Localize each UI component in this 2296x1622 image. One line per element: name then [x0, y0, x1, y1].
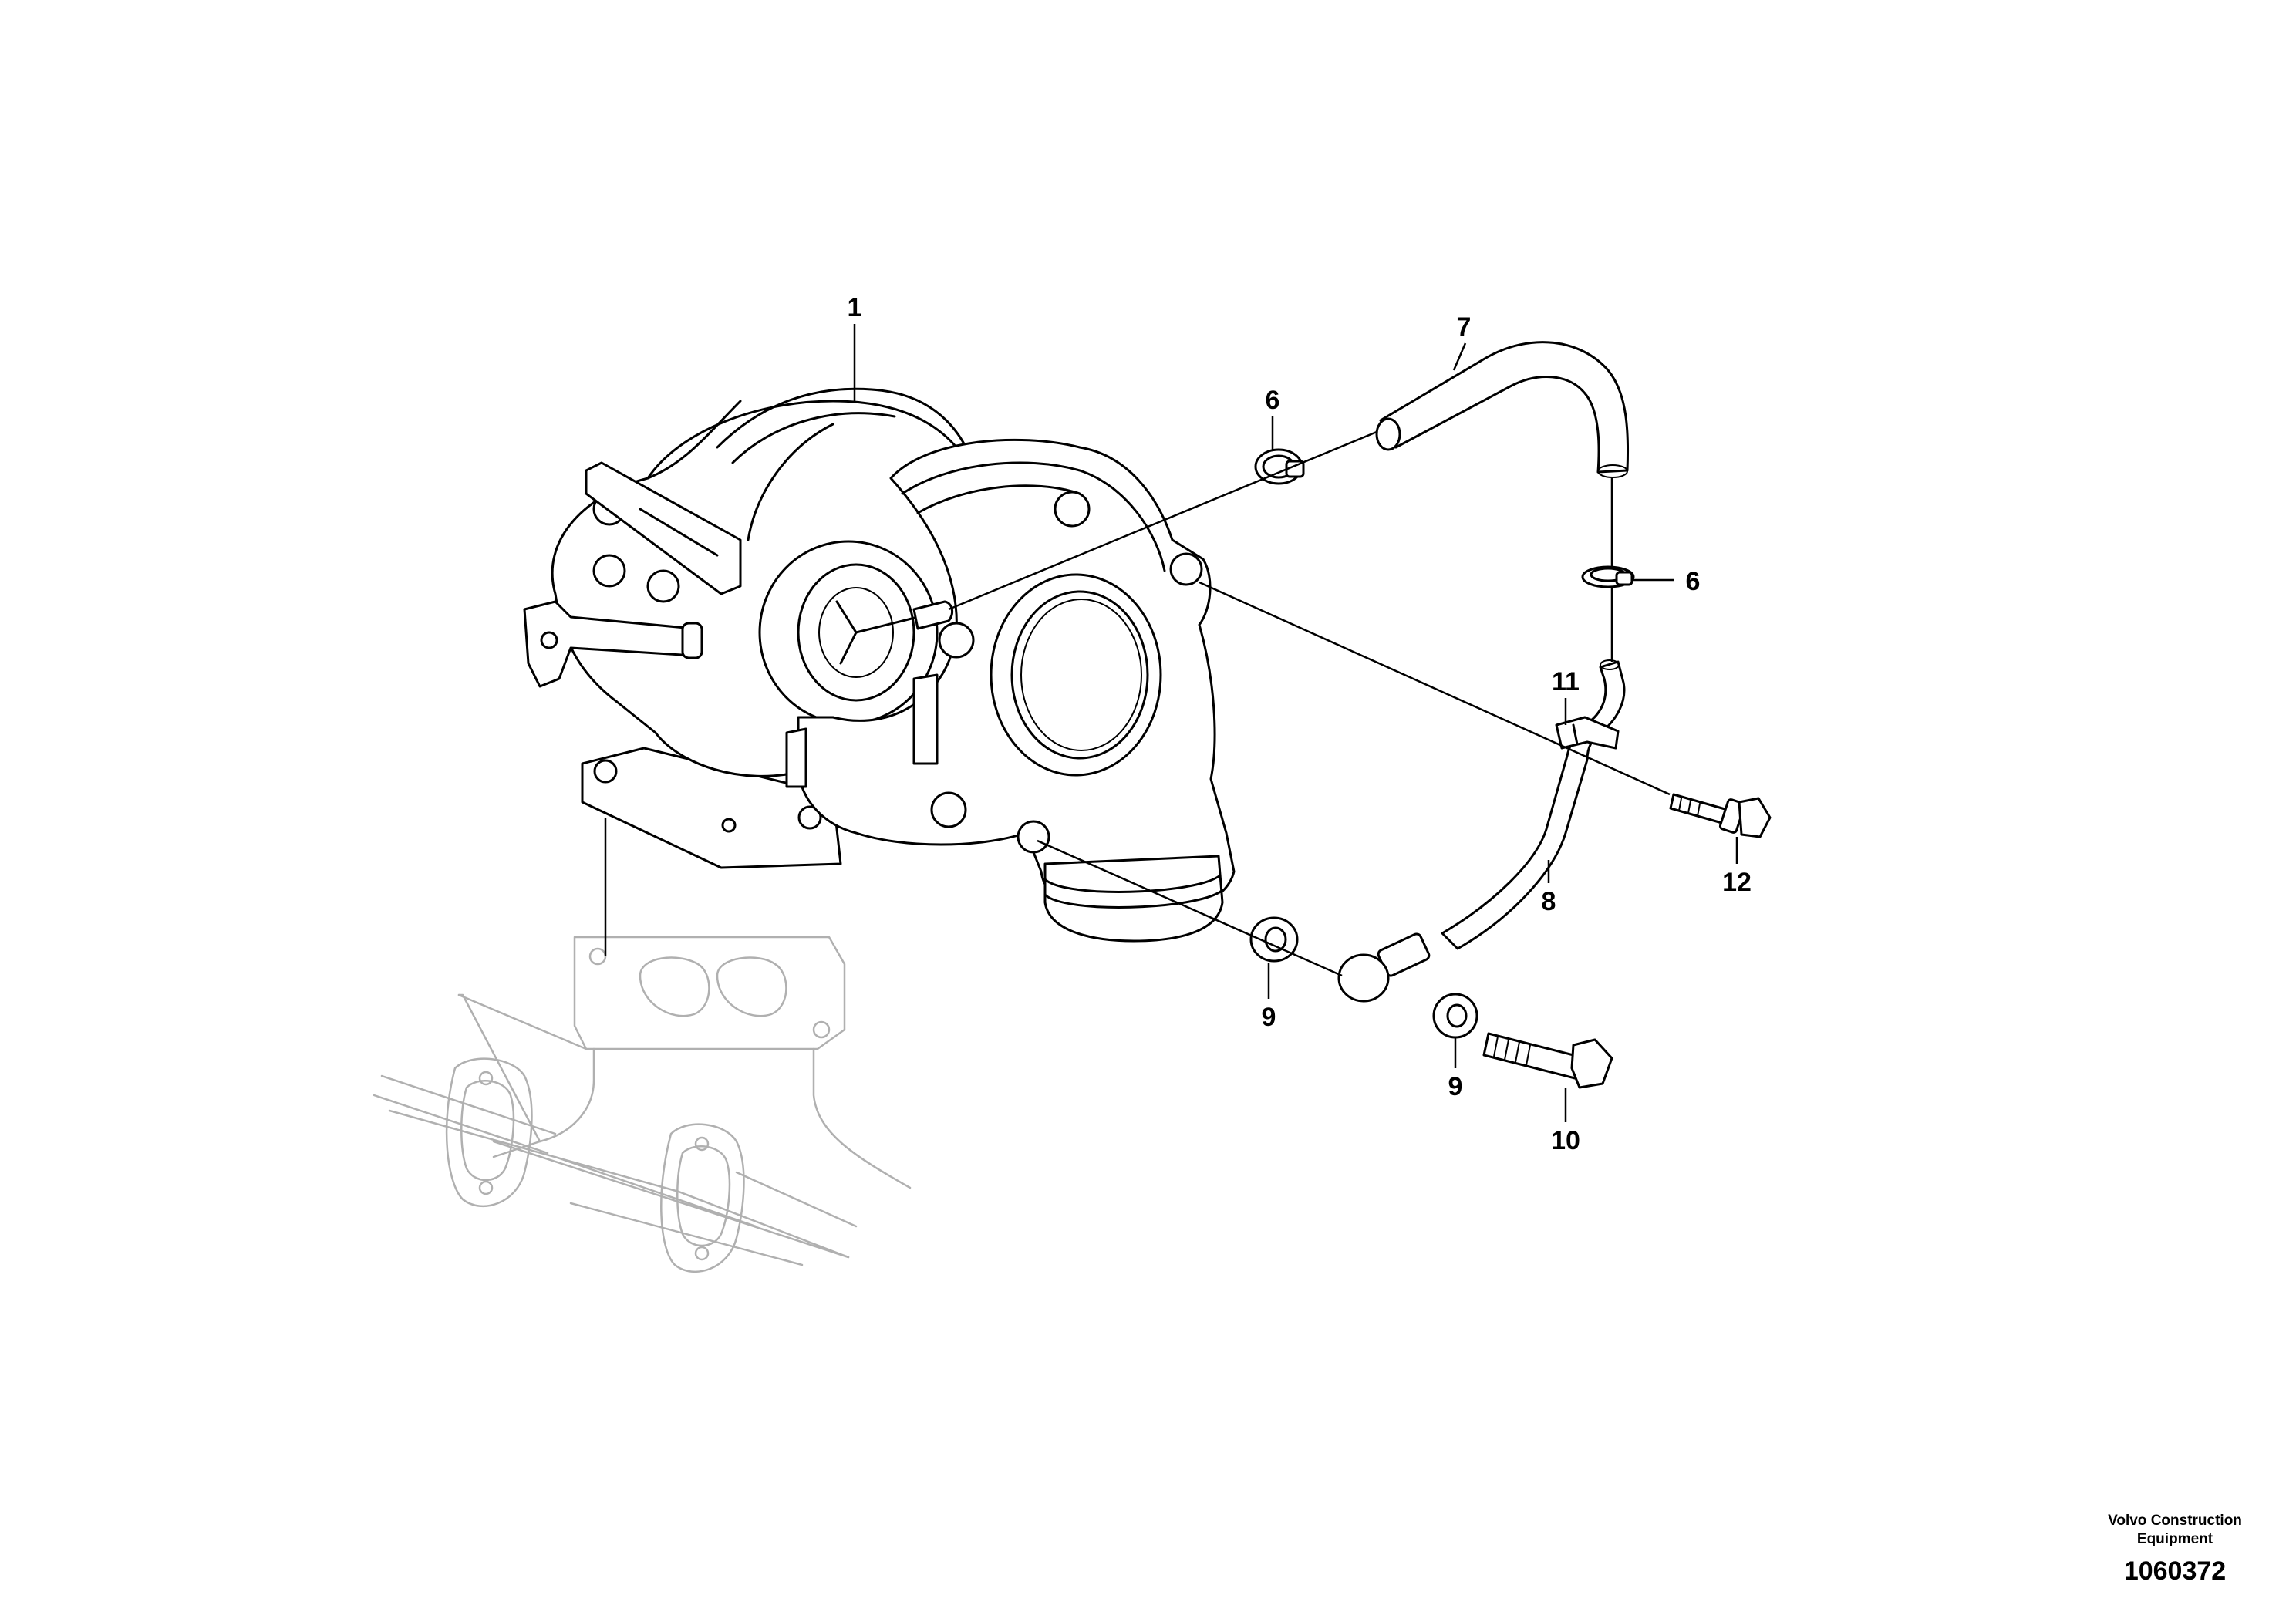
assembly-lines — [604, 324, 1738, 1122]
callout-9-left: 9 — [1262, 1003, 1276, 1032]
pipe-clip — [1555, 716, 1620, 750]
company-name: Volvo Construction Equipment — [2082, 1512, 2267, 1549]
callout-12: 12 — [1722, 868, 1752, 897]
oil-pipe — [1337, 659, 1626, 1003]
callout-labels: 1 6 7 6 11 12 8 9 9 10 — [848, 293, 1752, 1155]
callout-11: 11 — [1552, 667, 1580, 696]
callout-7: 7 — [1457, 312, 1472, 342]
callout-6-lower: 6 — [1686, 567, 1701, 596]
callout-6-upper: 6 — [1266, 386, 1280, 415]
company-name-line2: Equipment — [2136, 1531, 2213, 1547]
coolant-hose — [1375, 341, 1630, 478]
hose-clamp-lower — [1581, 565, 1635, 588]
sealing-washer-2 — [1432, 993, 1478, 1039]
callout-9-right: 9 — [1448, 1072, 1463, 1101]
callout-10: 10 — [1551, 1126, 1580, 1155]
callout-8: 8 — [1542, 887, 1556, 916]
callout-1: 1 — [848, 293, 862, 322]
company-name-line1: Volvo Construction — [2108, 1512, 2242, 1529]
flange-bolt — [1669, 793, 1772, 838]
hex-bolt — [1482, 1032, 1613, 1089]
drawing-number: 1060372 — [2123, 1556, 2227, 1586]
exhaust-manifold-ghost — [373, 936, 912, 1273]
turbocharger — [523, 387, 1236, 943]
